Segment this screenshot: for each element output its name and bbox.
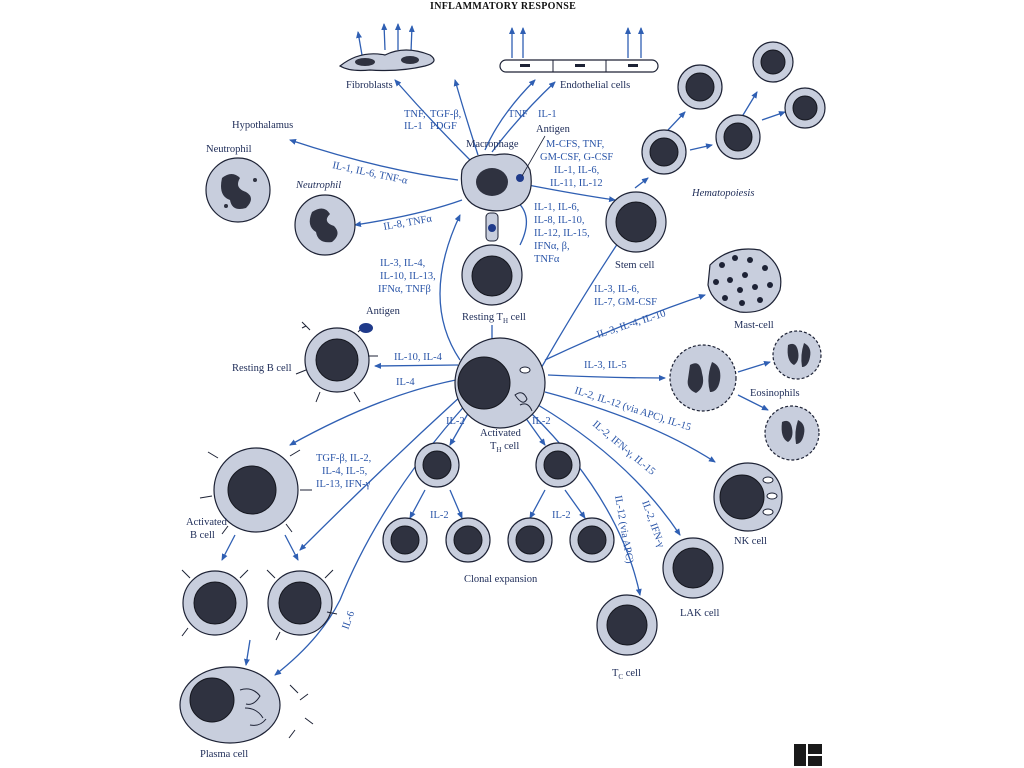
cytokine-il2-clone-left: IL-2 — [430, 510, 449, 521]
plasma-cell — [179, 666, 314, 744]
cytokine-tnf-il1-a: TNF, — [404, 109, 426, 120]
cytokine-th-mac-2: IL-8, IL-10, — [534, 215, 584, 226]
neutrophil-label: Neutrophil — [206, 144, 252, 155]
lak-cell — [662, 537, 724, 599]
cytokine-act-mac-2: IL-10, IL-13, — [380, 271, 436, 282]
neutrophil-cell — [205, 157, 271, 223]
lak-cell-label: LAK cell — [680, 608, 719, 619]
cytokine-act-stem-1: IL-3, IL-6, — [594, 284, 639, 295]
antigen-left-label: Antigen — [366, 306, 401, 317]
resting-b-label: Resting B cell — [232, 363, 292, 374]
cytokine-act-stem-2: IL-7, GM-CSF — [594, 297, 657, 308]
stem-cell — [605, 191, 667, 253]
hypothalamus-label: Hypothalamus — [232, 120, 293, 131]
cytokine-tc: IL-12 (via APC) — [612, 495, 635, 565]
mhc-antigen-connector — [485, 212, 499, 242]
eosinophils-label: Eosinophils — [750, 388, 800, 399]
mast-cell — [707, 248, 782, 313]
arrows — [221, 23, 786, 676]
cytokine-tnf-il1-b: IL-1 — [404, 121, 423, 132]
cytokine-act-b-3: IL-13, IFN-γ — [316, 479, 371, 490]
macrophage-cell — [460, 153, 532, 212]
cytokine-mac-stem-2: GM-CSF, G-CSF — [540, 152, 613, 163]
resting-b-cell — [295, 321, 378, 403]
cytokine-il6: IL-6 — [340, 610, 357, 631]
cytokine-il2-clone-right: IL-2 — [552, 510, 571, 521]
nk-cell-label: NK cell — [734, 536, 767, 547]
activated-th-label-2: TH cell — [490, 441, 519, 454]
cytokine-th-mac-1: IL-1, IL-6, — [534, 202, 579, 213]
cytokine-il2-right: IL-2 — [532, 416, 551, 427]
cytokine-mac-stem-1: M-CFS, TNF, — [546, 139, 604, 150]
cytokine-th-mac-5: TNFα — [534, 254, 560, 265]
cytokine-hypothalamus: IL-1, IL-6, TNF-α — [331, 160, 409, 187]
cytokine-tgf-pdgf-a: TGF-β, — [430, 109, 461, 120]
cytokine-act-b-1: TGF-β, IL-2, — [316, 453, 371, 464]
resting-th-cell — [461, 244, 523, 306]
cytokine-th-mac-4: IFNα, β, — [534, 241, 570, 252]
resting-th-label: Resting TH cell — [462, 312, 526, 325]
mast-cell-label: Mast-cell — [734, 320, 774, 331]
clonal-expansion-cells — [382, 442, 615, 563]
hematopoiesis-cells — [641, 41, 826, 175]
neutrophil-cell-2 — [294, 194, 356, 256]
activated-th-cell — [454, 337, 546, 429]
cytokine-th-mac-3: IL-12, IL-15, — [534, 228, 590, 239]
diagram-title: INFLAMMATORY RESPONSE — [430, 1, 576, 12]
cytokine-eos: IL-3, IL-5 — [584, 360, 627, 371]
b-cell-clones — [181, 569, 338, 641]
hematopoiesis-label: Hematopoiesis — [691, 188, 754, 199]
activated-b-label: Activated — [186, 517, 228, 528]
cytokine-il2-left: IL-2 — [446, 416, 465, 427]
clonal-expansion-label: Clonal expansion — [464, 574, 538, 585]
neutrophil-label-2: Neutrophil — [295, 180, 341, 191]
fibroblasts-label: Fibroblasts — [346, 80, 393, 91]
cytokine-il4: IL-4 — [396, 377, 415, 388]
stem-cell-label: Stem cell — [615, 260, 654, 271]
activated-th-label: Activated — [480, 428, 522, 439]
cytokine-tnf-endo: TNF — [508, 109, 528, 120]
cytokine-mac-stem-3: IL-1, IL-6, — [554, 165, 599, 176]
fibroblast-cells — [338, 49, 435, 72]
tc-cell-label: TC cell — [612, 668, 641, 681]
cytokine-mast: IL-3, IL-4, IL-10 — [596, 308, 668, 341]
activated-b-cell — [199, 447, 312, 535]
cytokine-neutrophil: IL-8, TNFα — [383, 214, 434, 233]
cytokine-mac-stem-4: IL-11, IL-12 — [550, 178, 603, 189]
publisher-logo — [794, 744, 822, 766]
cytokine-act-mac-3: IFNα, TNFβ — [378, 284, 431, 295]
cytokine-il1-endo: IL-1 — [538, 109, 557, 120]
tc-cell — [596, 594, 658, 656]
cytokine-lak-2: IL-2, IFN-γ — [639, 499, 666, 549]
activated-b-label-2: B cell — [190, 530, 215, 541]
cytokine-act-b-2: IL-4, IL-5, — [322, 466, 367, 477]
nk-cell — [713, 462, 783, 532]
cytokine-resting-b: IL-10, IL-4 — [394, 352, 443, 363]
plasma-cell-label: Plasma cell — [200, 749, 248, 760]
endothelial-cells — [499, 59, 659, 73]
antigen-top-label: Antigen — [536, 124, 571, 135]
eosinophil-cells — [669, 330, 822, 461]
cytokine-tgf-pdgf-b: PDGF — [430, 121, 457, 132]
macrophage-label: Macrophage — [466, 139, 519, 150]
endothelial-label: Endothelial cells — [560, 80, 630, 91]
cytokine-act-mac-1: IL-3, IL-4, — [380, 258, 425, 269]
